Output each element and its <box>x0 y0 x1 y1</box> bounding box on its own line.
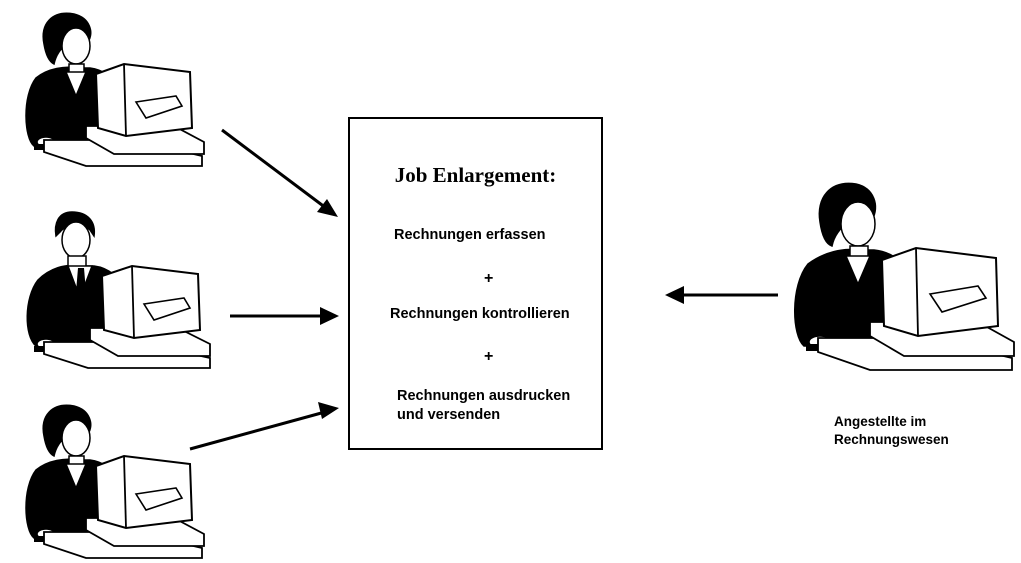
caption-line-2: Rechnungswesen <box>834 432 949 447</box>
task-versenden: und versenden <box>397 407 501 423</box>
job-enlargement-box: Job Enlargement: Rechnungen erfassen + R… <box>348 117 603 450</box>
arrow-top-left <box>221 128 338 217</box>
box-title-text: Job Enlargement <box>394 163 550 187</box>
employee-caption: Angestellte im Rechnungswesen <box>834 413 949 449</box>
box-title: Job Enlargement: <box>350 163 601 188</box>
man-at-computer-icon <box>26 211 211 369</box>
caption-line-1: Angestellte im <box>834 414 927 429</box>
woman-at-computer-icon <box>25 404 205 559</box>
arrow-right <box>665 286 778 304</box>
arrow-bottom-left <box>189 402 339 451</box>
plus-sign-2: + <box>484 348 494 365</box>
box-title-colon: : <box>549 163 557 187</box>
task-kontrollieren: Rechnungen kontrollieren <box>390 306 570 322</box>
woman-at-computer-icon <box>25 12 205 167</box>
task-ausdrucken: Rechnungen ausdrucken <box>397 388 571 404</box>
woman-at-computer-icon <box>794 182 1015 371</box>
plus-sign-1: + <box>484 270 494 287</box>
task-erfassen: Rechnungen erfassen <box>394 227 546 243</box>
arrow-middle-left <box>230 307 339 325</box>
